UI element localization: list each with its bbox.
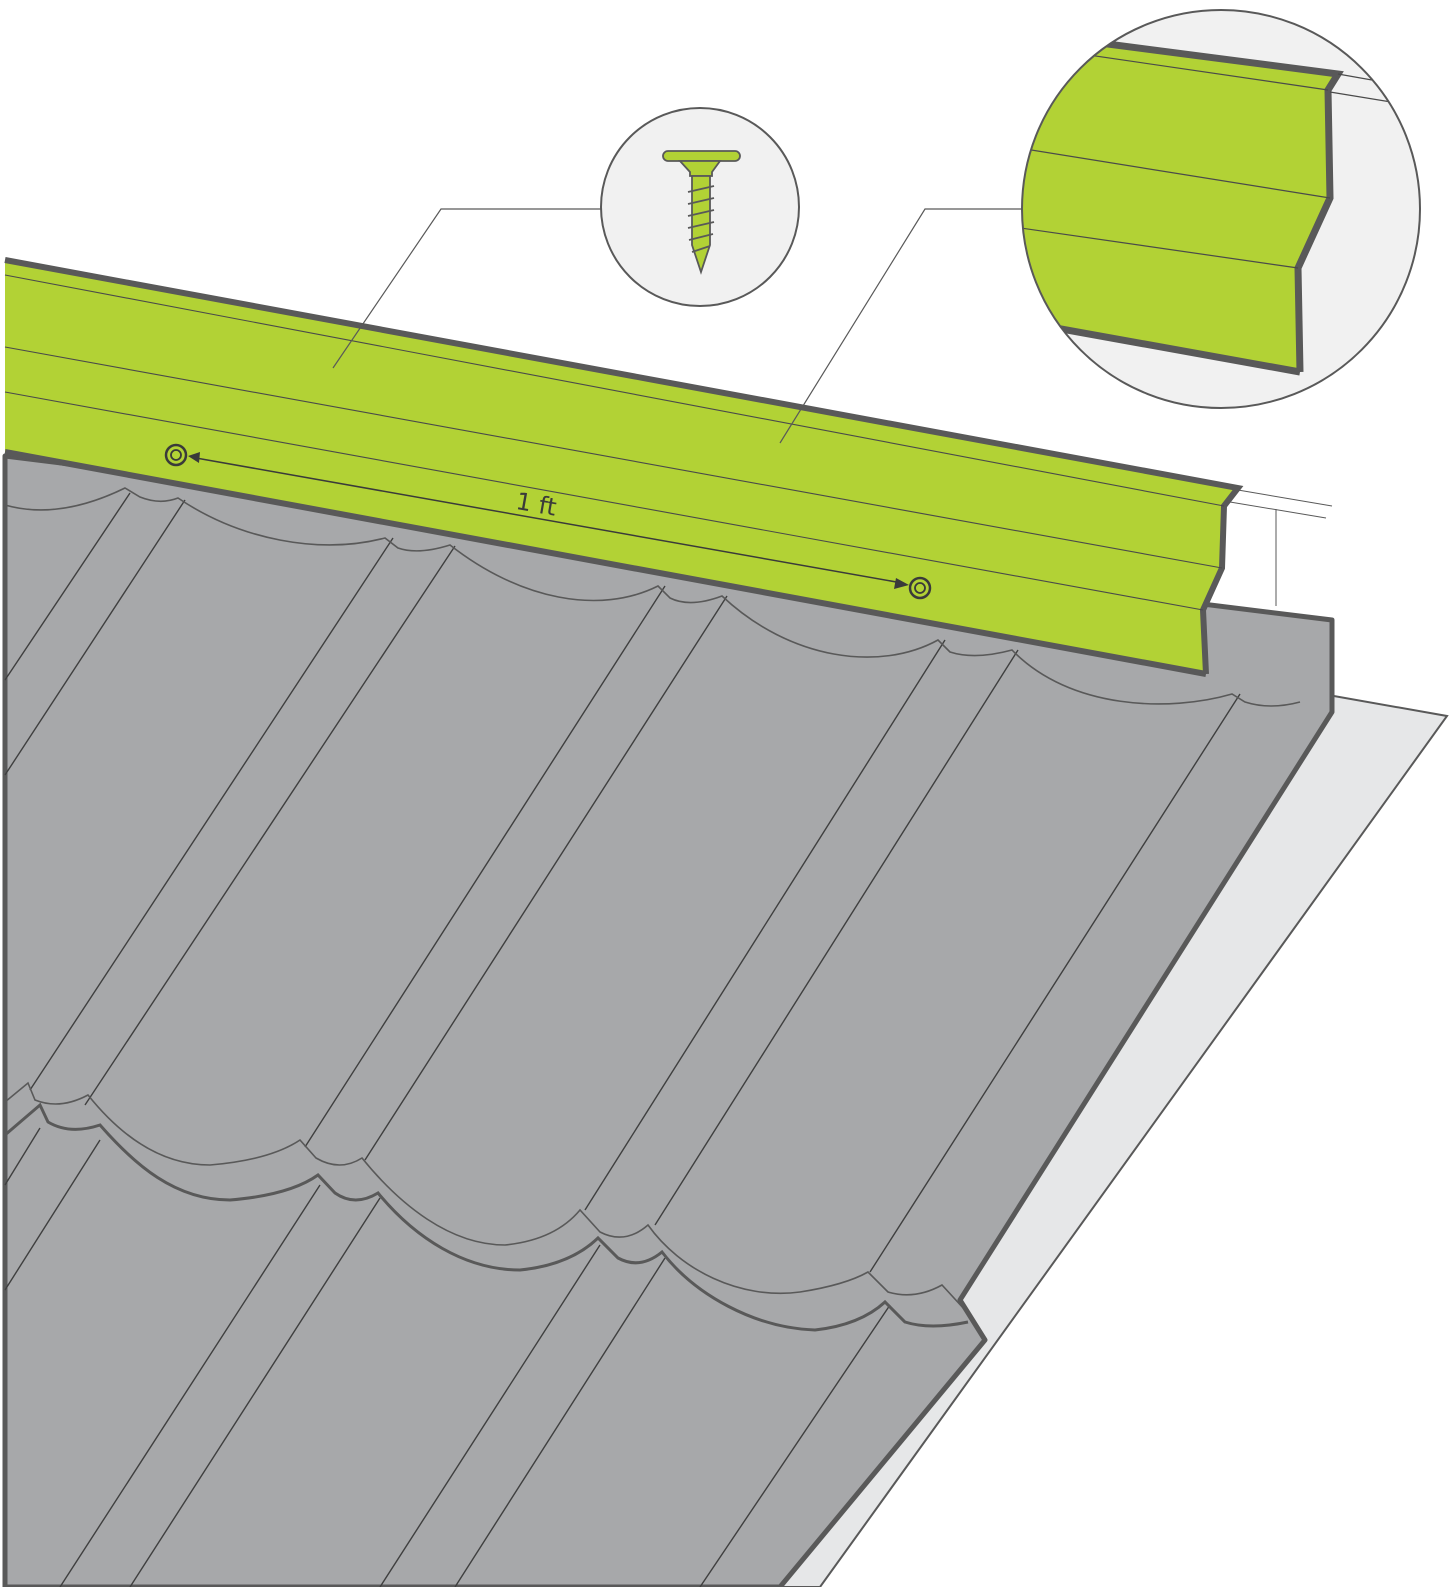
spacing-label: 1 ft — [514, 487, 559, 522]
screw-head-left — [164, 443, 188, 467]
callout-leaders — [332, 208, 1025, 444]
ridge-flashing — [4, 257, 1244, 677]
spacing-dimension: 1 ft — [188, 452, 909, 589]
ridge-guide-lines — [1229, 489, 1333, 606]
metal-tile-roof — [2, 453, 1335, 1587]
flashing-profile-callout — [1021, 9, 1421, 409]
screw-head-right — [908, 576, 932, 600]
screw-callout — [600, 107, 800, 307]
screw-icon — [662, 150, 741, 275]
